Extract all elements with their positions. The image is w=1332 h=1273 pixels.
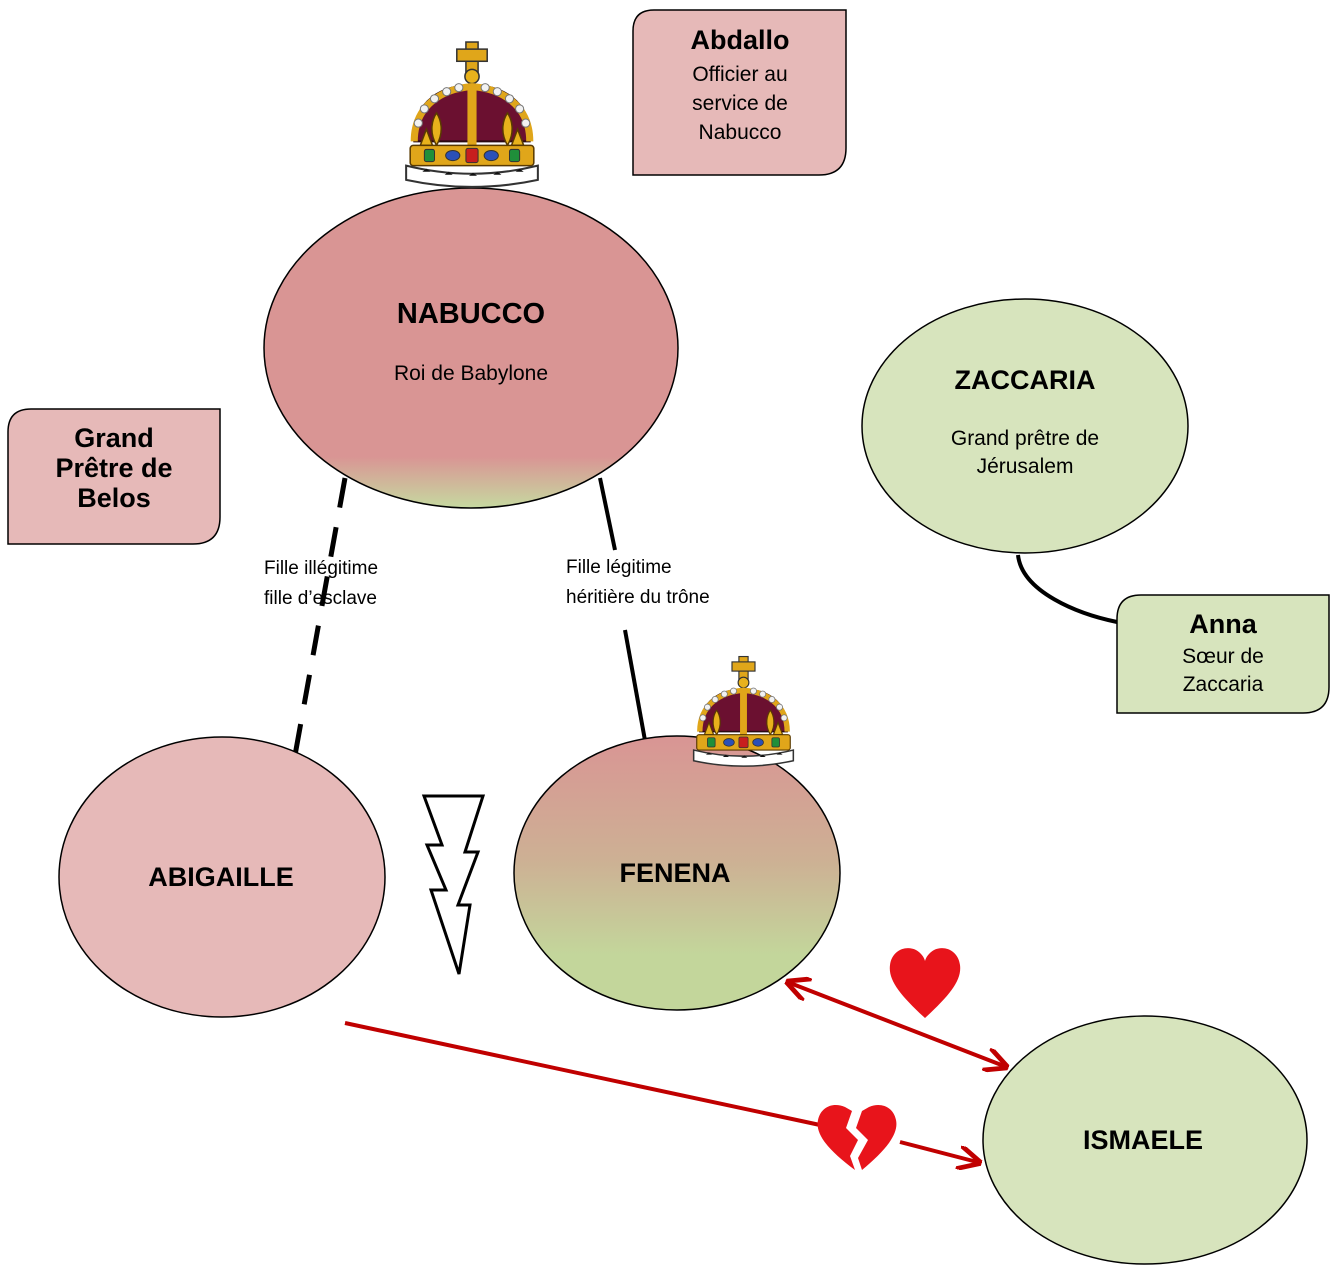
lightning-icon <box>421 794 486 975</box>
abdallo-line2: service de <box>692 92 788 115</box>
unrequited-arrow-head <box>899 1140 977 1162</box>
zaccaria-name: ZACCARIA <box>954 365 1096 395</box>
zaccaria-node <box>861 298 1189 554</box>
unrequited-arrow-line <box>344 1021 821 1127</box>
zaccaria-role-line2: Jérusalem <box>976 455 1074 478</box>
illegitimate-daughter-line <box>289 477 348 773</box>
ismaele-name: ISMAELE <box>1082 1125 1203 1155</box>
crown-icon <box>406 42 538 187</box>
sibling-connector <box>1016 554 1118 624</box>
grand-pretre-line3: Belos <box>77 483 151 513</box>
relation-label-fenena-line1: Fille légitime <box>566 557 672 578</box>
abdallo-line3: Nabucco <box>698 121 782 144</box>
nabucco-node <box>263 187 679 509</box>
legitimate-daughter-line-lower <box>623 629 650 758</box>
relation-label-fenena-line2: héritière du trône <box>566 587 710 608</box>
fenena-node <box>513 735 841 1011</box>
love-arrow <box>790 983 1004 1066</box>
crown-icon <box>694 657 794 767</box>
nabucco-name: NABUCCO <box>396 298 546 330</box>
grand-pretre-line1: Grand <box>74 423 154 453</box>
fenena-name: FENENA <box>619 858 731 888</box>
abdallo-box <box>632 9 847 176</box>
ismaele-node <box>982 1015 1308 1265</box>
anna-line1: Sœur de <box>1182 645 1264 668</box>
abigaille-node <box>58 736 386 1018</box>
heart-icon <box>889 948 961 1018</box>
zaccaria-role-line1: Grand prêtre de <box>950 427 1100 450</box>
grand-pretre-line2: Prêtre de <box>55 453 173 483</box>
abigaille-name: ABIGAILLE <box>148 862 294 892</box>
nabucco-role: Roi de Babylone <box>393 362 549 385</box>
anna-name: Anna <box>1189 609 1257 639</box>
legitimate-daughter-line-upper <box>598 477 617 551</box>
abdallo-name: Abdallo <box>690 25 790 55</box>
relation-label-abigaille-line1: Fille illégitime <box>264 558 379 579</box>
relation-label-abigaille-line2: fille d’esclave <box>264 588 377 609</box>
broken-heart-icon <box>817 1104 897 1170</box>
abdallo-line1: Officier au <box>692 63 788 86</box>
anna-box <box>1116 594 1330 714</box>
anna-line2: Zaccaria <box>1182 673 1264 696</box>
grand-pretre-box <box>7 408 221 545</box>
